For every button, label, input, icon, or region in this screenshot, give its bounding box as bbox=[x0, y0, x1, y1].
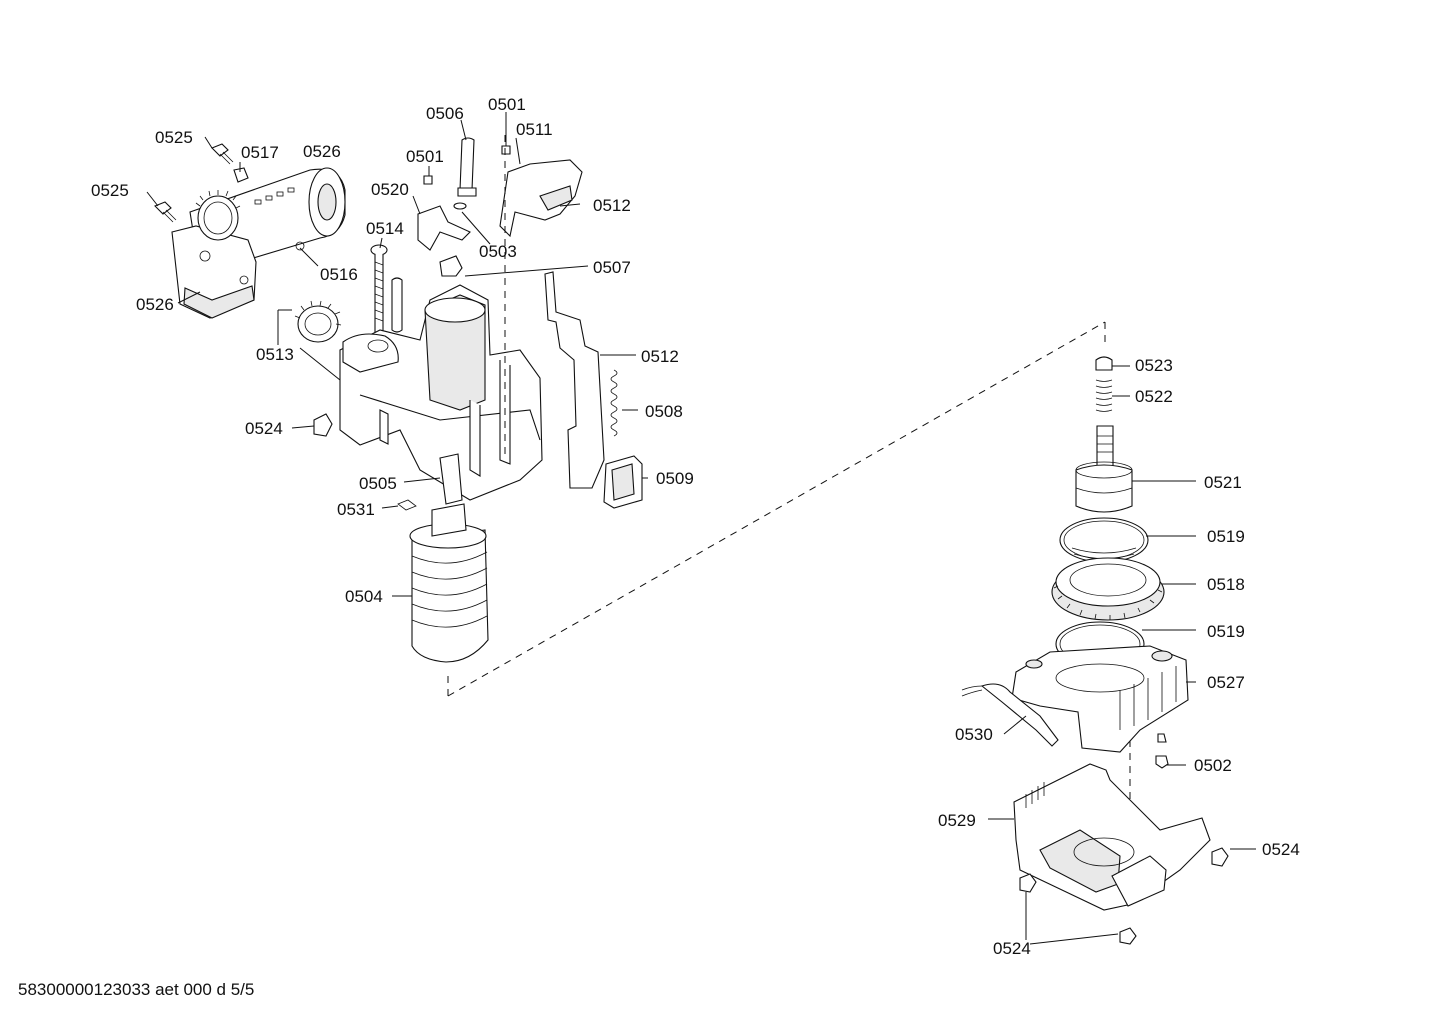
bolt-part bbox=[370, 244, 403, 335]
callout-0517: 0517 bbox=[241, 143, 279, 162]
drive-shaft-part bbox=[397, 453, 463, 511]
callout-0531: 0531 bbox=[337, 500, 375, 519]
callout-0524: 0524 bbox=[1262, 840, 1300, 859]
callout-labels: 0525 0517 0526 0525 0526 0506 0501 0511 … bbox=[91, 95, 1300, 958]
left-leader-lines bbox=[146, 112, 648, 597]
callout-0512: 0512 bbox=[593, 196, 631, 215]
callout-0520: 0520 bbox=[371, 180, 409, 199]
callout-0512: 0512 bbox=[641, 347, 679, 366]
callout-0519: 0519 bbox=[1207, 622, 1245, 641]
bracket-part bbox=[417, 205, 471, 251]
callout-0518: 0518 bbox=[1207, 575, 1245, 594]
motor-part bbox=[171, 167, 346, 319]
base-plate-part bbox=[1013, 763, 1211, 911]
plate-part bbox=[544, 271, 605, 489]
callout-0502: 0502 bbox=[1194, 756, 1232, 775]
right-assembly bbox=[961, 356, 1256, 945]
nut-part bbox=[1019, 847, 1229, 945]
o-ring-part bbox=[1059, 517, 1149, 563]
callout-0516: 0516 bbox=[320, 265, 358, 284]
assembly-connector bbox=[447, 135, 1131, 850]
callout-0503: 0503 bbox=[479, 242, 517, 261]
callout-0507: 0507 bbox=[593, 258, 631, 277]
callout-0505: 0505 bbox=[359, 474, 397, 493]
screw-part bbox=[154, 143, 249, 223]
screw-part bbox=[1155, 733, 1169, 769]
callout-0530: 0530 bbox=[955, 725, 993, 744]
cover-part bbox=[603, 455, 643, 509]
callout-0519: 0519 bbox=[1207, 527, 1245, 546]
callout-0521: 0521 bbox=[1204, 473, 1242, 492]
callout-0506: 0506 bbox=[426, 104, 464, 123]
callout-0529: 0529 bbox=[938, 811, 976, 830]
callout-0509: 0509 bbox=[656, 469, 694, 488]
right-leader-lines bbox=[988, 365, 1256, 945]
motor-gear-part bbox=[195, 190, 241, 241]
callout-0522: 0522 bbox=[1135, 387, 1173, 406]
clip-part bbox=[439, 255, 463, 277]
callout-0501: 0501 bbox=[406, 147, 444, 166]
callout-0511: 0511 bbox=[516, 120, 553, 139]
gear-ring-part bbox=[1051, 557, 1165, 621]
nut-part bbox=[313, 413, 333, 437]
callout-0525: 0525 bbox=[155, 128, 193, 147]
callout-0508: 0508 bbox=[645, 402, 683, 421]
callout-0504: 0504 bbox=[345, 587, 383, 606]
callout-0513: 0513 bbox=[256, 345, 294, 364]
fastener-part bbox=[423, 145, 511, 210]
gear-part bbox=[294, 300, 342, 343]
callout-0526: 0526 bbox=[303, 142, 341, 161]
callout-0524: 0524 bbox=[993, 939, 1031, 958]
bellows-part bbox=[409, 503, 489, 663]
callout-0525: 0525 bbox=[91, 181, 129, 200]
callout-0523: 0523 bbox=[1135, 356, 1173, 375]
gear-housing-part bbox=[1011, 645, 1189, 753]
spring-part bbox=[610, 369, 618, 437]
switch-bracket-part bbox=[499, 159, 583, 238]
callout-0501: 0501 bbox=[488, 95, 526, 114]
callout-0527: 0527 bbox=[1207, 673, 1245, 692]
cap-part bbox=[1095, 356, 1113, 412]
callout-0524: 0524 bbox=[245, 419, 283, 438]
callout-0526: 0526 bbox=[136, 295, 174, 314]
piston-part bbox=[1075, 425, 1133, 513]
document-code: 58300000123033 aet 000 d 5/5 bbox=[18, 980, 255, 999]
callout-0514: 0514 bbox=[366, 219, 404, 238]
lever-part bbox=[961, 683, 1059, 747]
shaft-part bbox=[457, 137, 477, 197]
